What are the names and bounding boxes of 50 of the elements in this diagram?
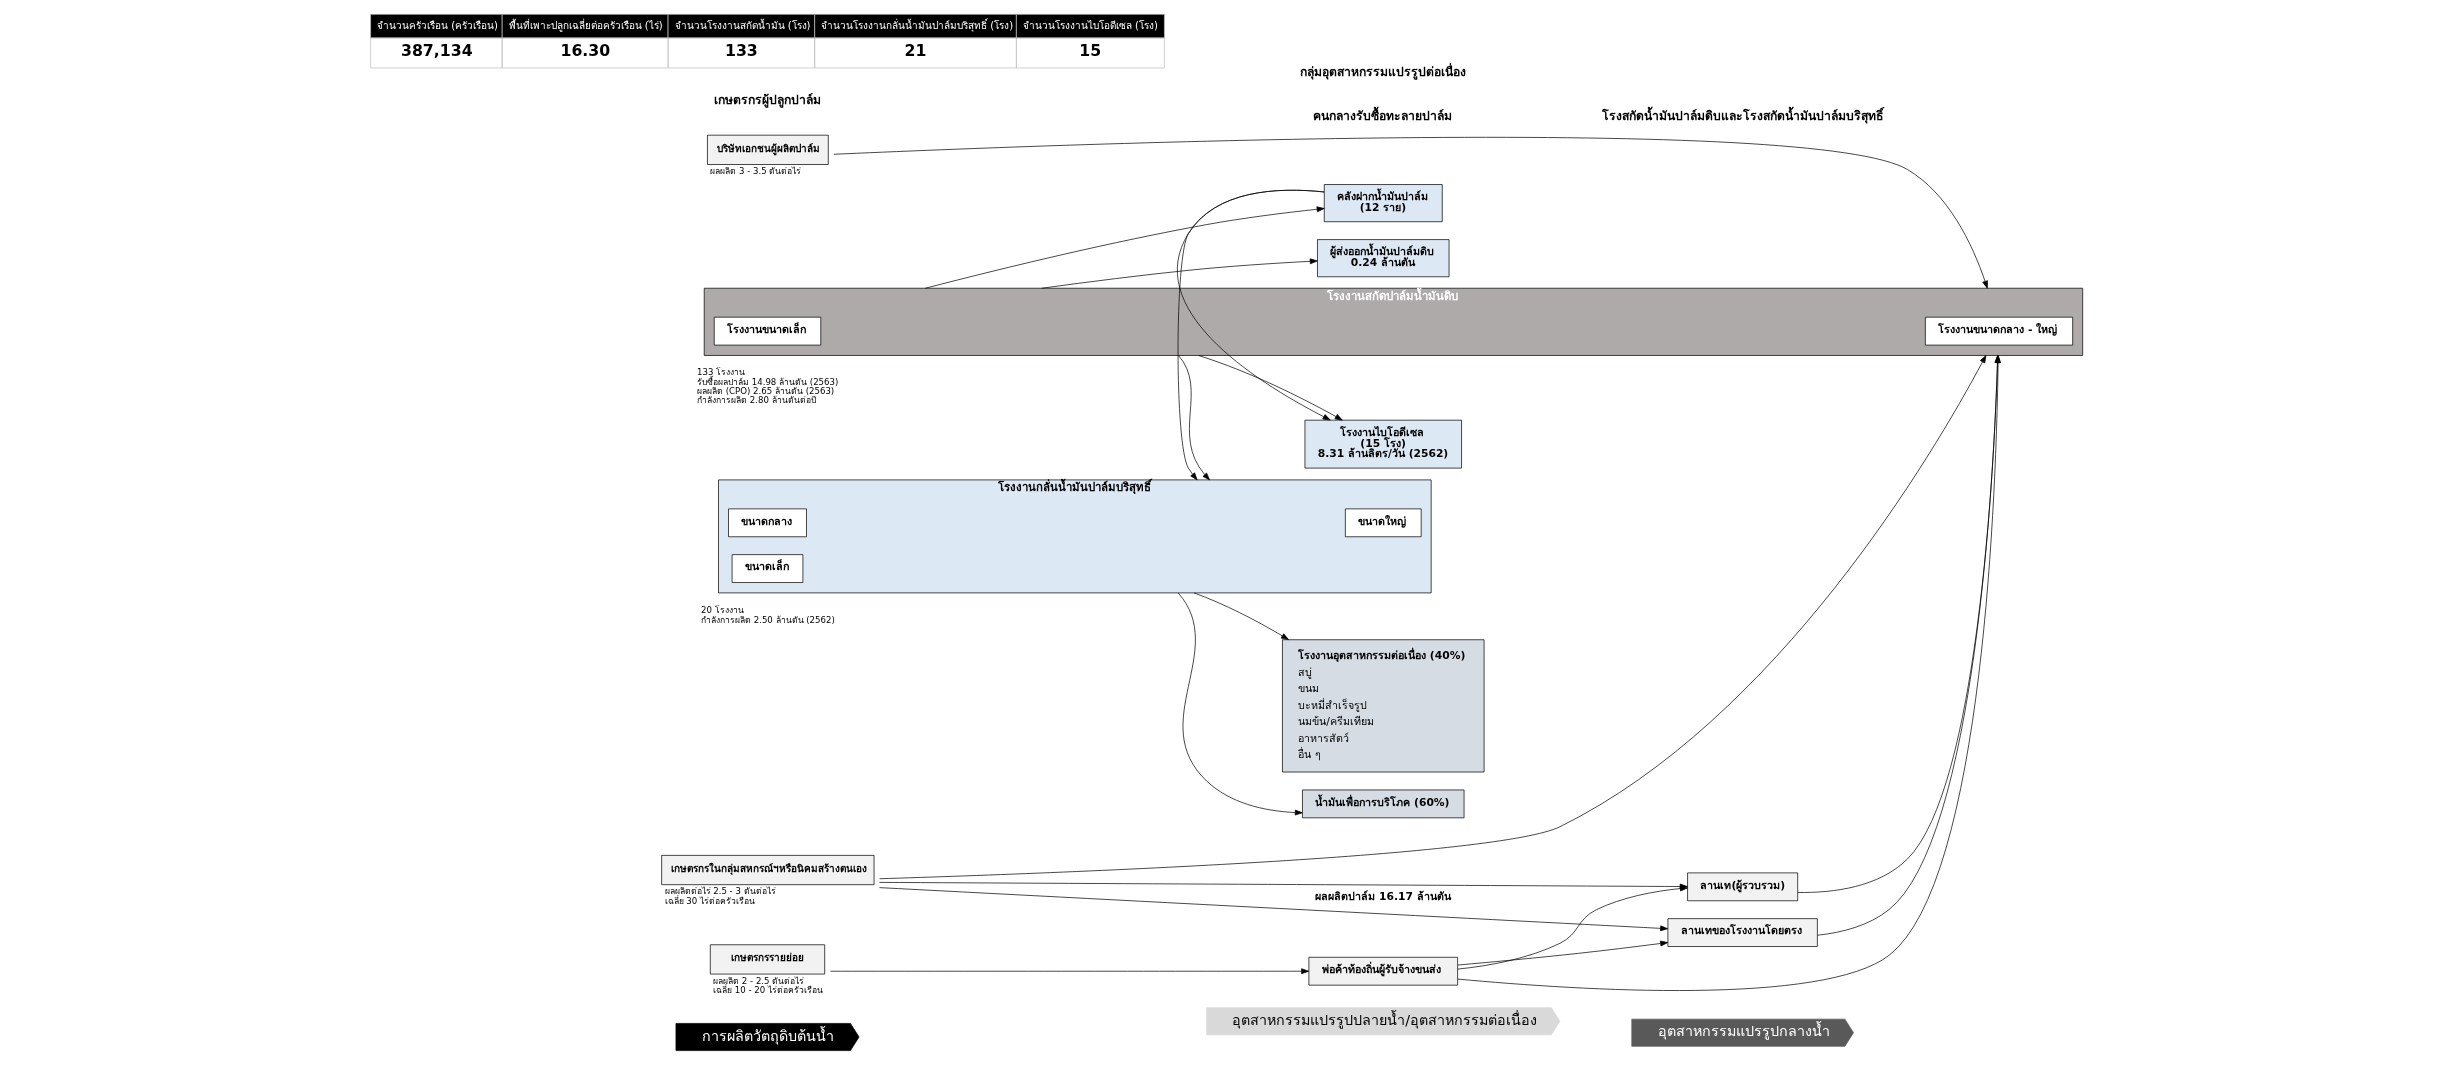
node-box: โรงงานขนาดกลาง - ใหญ่ <box>1924 316 2073 346</box>
arrow <box>1041 258 1318 289</box>
label: 16.30 <box>559 41 610 61</box>
arrow <box>1197 355 1343 421</box>
arrow <box>833 137 1988 289</box>
label: 387,134 <box>400 41 473 61</box>
node-box: โรงงานขนาดเล็ก <box>713 316 821 346</box>
node-box: ขนาดเล็ก <box>731 554 803 583</box>
node-box: คลังฝากน้ำมันปาล์ม (12 ราย) <box>1323 184 1443 223</box>
node-label: 20 โรงงาน <box>700 605 744 616</box>
edge-label: ผลผลิตปาล์ม 16.17 ล้านตัน <box>1314 890 1451 904</box>
label: จำนวนโรงงานสกัดน้ำมัน (โรง) <box>674 19 811 31</box>
arrow <box>924 206 1325 289</box>
node-box: โรงงานไบโอดีเซล (15 โรง) 8.31 ล้านลิตร/วัน (2562) <box>1304 419 1462 469</box>
label: 133 <box>724 41 758 61</box>
node-box: ลานเทของโรงงานโดยตรง <box>1667 918 1818 947</box>
label: จำนวนโรงงานกลั่นน้ำมันปาล์มบริสุทธิ์ (โรง) <box>820 19 1013 31</box>
node-box: ขนาดใหญ่ <box>1344 508 1422 538</box>
node-label: รับซื้อผลปาล์ม 14.98 ล้านตัน (2563) <box>696 376 838 387</box>
node-label: ผลผลิต 2 - 2.5 ตันต่อไร่ <box>712 975 804 986</box>
node-label: ผลผลิตต่อไร่ 2.5 - 3 ตันต่อไร่ <box>664 886 776 897</box>
node-box: พ่อค้าท้องถิ่นผู้รับจ้างขนส่ง <box>1308 956 1458 986</box>
node-box: ผู้ส่งออกน้ำมันปาล์มดิบ 0.24 ล้านตัน <box>1316 239 1449 278</box>
label: 15 <box>1078 41 1101 61</box>
node-box: ขนาดกลาง <box>727 508 807 538</box>
arrow <box>878 887 1668 932</box>
label: เกษตรกรผู้ปลูกปาล์ม <box>713 92 821 107</box>
arrow <box>878 355 1986 880</box>
arrow <box>1193 592 1289 640</box>
arrow <box>829 968 1309 975</box>
arrow <box>1177 355 1210 481</box>
node-label: เฉลี่ย 10 - 20 ไร่ต่อครัวเรือน <box>712 985 823 996</box>
node-label: ผลผลิต (CPO) 2.65 ล้านตัน (2563) <box>696 385 834 396</box>
node-label: กำลังการผลิต 2.80 ล้านตันต่อปี <box>696 395 816 406</box>
label: คนกลางรับซื้อทะลายปาล์ม <box>1312 108 1452 123</box>
node-box: โรงงานอุตสาหกรรมต่อเนื่อง (40%) สบู่ ขนม บะหมี่สำเร็จรูป นมข้น/ครีมเทียม อาหารสัตว์ อื่น ๆ <box>1281 639 1484 773</box>
node-box: ลานเท(ผู้รวบรวม) <box>1686 872 1798 902</box>
arrow <box>1177 189 1325 481</box>
label: โรงสกัดน้ำมันปาล์มดิบและโรงสกัดน้ำมันปาล์มบริสุทธิ์ <box>1601 108 1883 123</box>
label: จำนวนโรงงานไบโอดีเซล (โรง) <box>1022 19 1158 31</box>
label: กลุ่มอุตสาหกรรมแปรรูปต่อเนื่อง <box>1299 64 1466 79</box>
node-box: น้ำมันเพื่อการบริโภค (60%) <box>1301 789 1464 819</box>
node-label: ผลผลิต 3 - 3.5 ตันต่อไร่ <box>709 166 801 177</box>
node-label: เฉลี่ย 30 ไร่ต่อครัวเรือน <box>664 895 755 906</box>
arrow <box>1456 940 1668 966</box>
label: 21 <box>903 41 926 61</box>
arrow <box>1177 592 1303 816</box>
node-label: กำลังการผลิต 2.50 ล้านตัน (2562) <box>700 614 835 625</box>
label: จำนวนครัวเรือน (ครัวเรือน) <box>376 19 498 31</box>
label: พื้นที่เพาะปลูกเฉลี่ยต่อครัวเรือน (ไร่) <box>508 19 663 31</box>
